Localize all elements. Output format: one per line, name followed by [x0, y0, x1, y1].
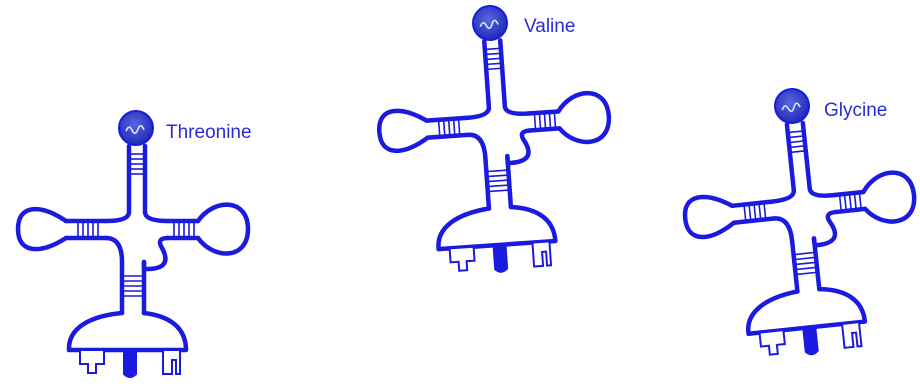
trna-cloverleaf-valine: [371, 0, 619, 280]
trna-glycine: Glycine: [673, 77, 920, 366]
trna-threonine: Threonine: [18, 111, 252, 377]
trna-cloverleaf-threonine: [18, 111, 248, 377]
trna-label-threonine: Threonine: [166, 122, 252, 143]
trna-valine: Valine: [371, 0, 619, 280]
trna-label-glycine: Glycine: [824, 100, 887, 121]
trna-label-valine: Valine: [524, 16, 575, 37]
